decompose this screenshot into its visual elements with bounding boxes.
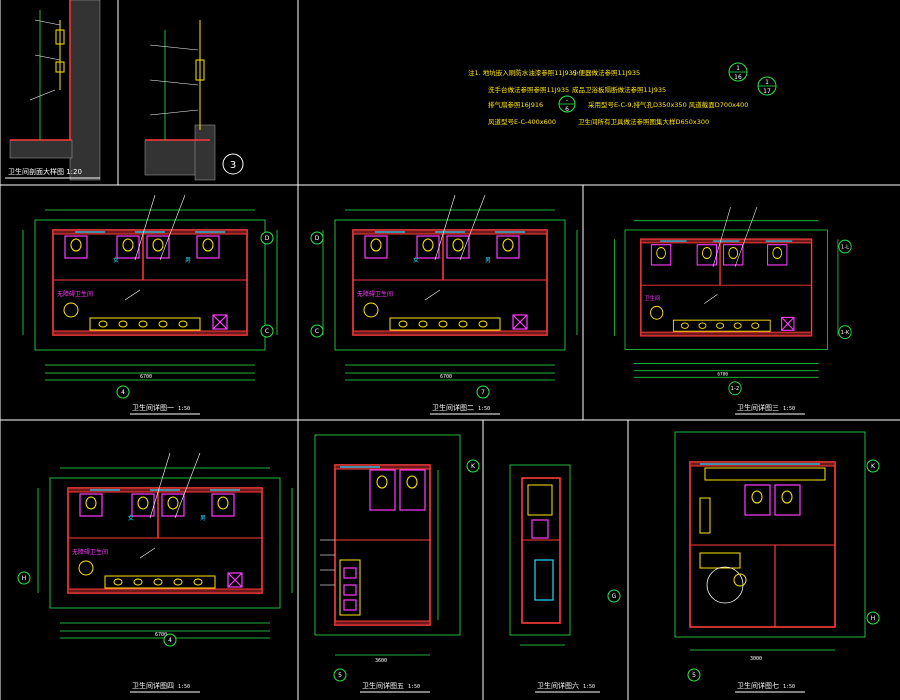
svg-text:H: H	[22, 575, 27, 582]
svg-text:3: 3	[230, 160, 236, 171]
section-b-bubble	[222, 153, 244, 175]
plan-5-caption: 卫生间详图五 1:50	[360, 681, 430, 693]
plan-detail-1: 女 男 无障碍卫生间 6700 D C 4	[22, 194, 278, 399]
svg-text:H: H	[871, 615, 876, 622]
note-4a: 风道型号E-C-400x600	[488, 117, 556, 126]
plan1-axis-right: D	[265, 235, 270, 242]
svg-text:6700: 6700	[440, 374, 452, 380]
plan-2-caption: 卫生间详图二 1:50	[430, 403, 500, 415]
svg-text:1:50: 1:50	[178, 406, 190, 412]
svg-text:-: -	[566, 97, 568, 104]
section-detail-a: 卫生间剖面大样图 1:20	[5, 0, 101, 181]
note-2b: 成品卫浴板隔断做法参照11J935	[572, 85, 666, 94]
room-label-accessible: 无障碍卫生间	[57, 290, 93, 298]
svg-text:3600: 3600	[375, 658, 387, 664]
plan5-title: 卫生间详图五	[362, 681, 404, 690]
svg-text:K: K	[871, 463, 876, 470]
note-2a: 洗手台做法参照参照11J935	[488, 85, 569, 94]
svg-text:3000: 3000	[750, 656, 762, 662]
plan2-title: 卫生间详图二	[432, 403, 474, 412]
svg-text:卫生间: 卫生间	[644, 294, 660, 302]
svg-text:4: 4	[168, 637, 172, 644]
svg-text:1: 1	[736, 65, 740, 72]
svg-text:7: 7	[481, 389, 485, 396]
plan-detail-2: 女 男 无障碍卫生间 6700 D C 7	[310, 194, 578, 399]
plan-detail-4: 女 男 无障碍卫生间 6700 H 4	[17, 452, 293, 647]
svg-text:男: 男	[200, 515, 206, 522]
svg-text:5: 5	[692, 672, 696, 679]
plan-3-caption: 卫生间详图三 1:50	[735, 403, 805, 415]
svg-text:16: 16	[734, 74, 742, 81]
svg-text:1:50: 1:50	[178, 684, 190, 690]
plan-1-caption: 卫生间详图一 1:50	[130, 403, 200, 415]
plan-detail-7: K H 5 3000	[674, 431, 880, 682]
svg-text:1-K: 1-K	[841, 330, 850, 336]
room-label-female: 女	[113, 256, 119, 264]
note-3b: 采用型号E-C-9,排气孔D350x350 风道截面D700x400	[588, 100, 748, 109]
plan3-title: 卫生间详图三	[737, 403, 779, 412]
plan1-axis-right2: C	[265, 328, 269, 335]
plan4-title: 卫生间详图四	[132, 681, 174, 690]
note-3a: 排气扇参照16J916	[488, 100, 543, 109]
room-label-male: 男	[185, 257, 191, 264]
plan-detail-6: G	[509, 464, 621, 646]
plan7-title: 卫生间详图七	[737, 681, 779, 690]
svg-text:17: 17	[763, 88, 771, 95]
svg-text:1: 1	[765, 79, 769, 86]
svg-text:1-L: 1-L	[841, 244, 849, 250]
index-bubble-3: - 6	[558, 95, 576, 113]
plan1-axis-bottom: 4	[121, 389, 125, 396]
svg-text:6700: 6700	[155, 632, 167, 638]
note-4b: 卫生间所有卫具做法参照图集大样D650x300	[578, 117, 709, 126]
plan1-total-dim: 6700	[140, 374, 152, 380]
section-detail-b: 3	[144, 20, 244, 181]
svg-text:无障碍卫生间: 无障碍卫生间	[72, 548, 108, 556]
section-a-title: 卫生间剖面大样图 1:20	[8, 167, 82, 176]
svg-text:C: C	[315, 328, 319, 335]
svg-text:1:50: 1:50	[783, 406, 795, 412]
svg-text:无障碍卫生间: 无障碍卫生间	[357, 290, 393, 298]
svg-text:1:50: 1:50	[478, 406, 490, 412]
svg-text:1-2: 1-2	[731, 386, 740, 392]
index-bubble-1: 1 16	[728, 62, 748, 82]
svg-text:5: 5	[338, 672, 342, 679]
plan6-title: 卫生间详图六	[537, 681, 579, 690]
svg-text:1:50: 1:50	[408, 684, 420, 690]
plan-detail-3: 卫生间 6700 1-L 1-K 1-2	[613, 206, 852, 396]
svg-text:6: 6	[565, 106, 569, 113]
general-notes: 注1. 地坑嵌入刷防水油漆参照11J935 小便器做法参照11J935 洗手台做…	[468, 62, 777, 126]
index-bubble-2: 1 17	[757, 76, 777, 96]
plan-6-caption: 卫生间详图六 1:50	[535, 681, 600, 693]
note-1b: 小便器做法参照11J935	[572, 68, 640, 77]
svg-text:G: G	[612, 593, 617, 600]
svg-text:1:50: 1:50	[783, 684, 795, 690]
svg-text:D: D	[315, 235, 320, 242]
note-1a: 注1. 地坑嵌入刷防水油漆参照11J935	[468, 68, 577, 77]
plan1-title: 卫生间详图一	[132, 403, 174, 412]
svg-text:1:50: 1:50	[583, 684, 595, 690]
svg-text:6700: 6700	[717, 371, 728, 377]
svg-text:男: 男	[485, 257, 491, 264]
plan-7-caption: 卫生间详图七 1:50	[735, 681, 805, 693]
plan-4-caption: 卫生间详图四 1:50	[130, 681, 200, 693]
svg-text:女: 女	[413, 256, 419, 264]
plan-detail-5: K 5 3600	[314, 434, 480, 682]
svg-text:K: K	[471, 463, 476, 470]
svg-text:女: 女	[128, 514, 134, 522]
